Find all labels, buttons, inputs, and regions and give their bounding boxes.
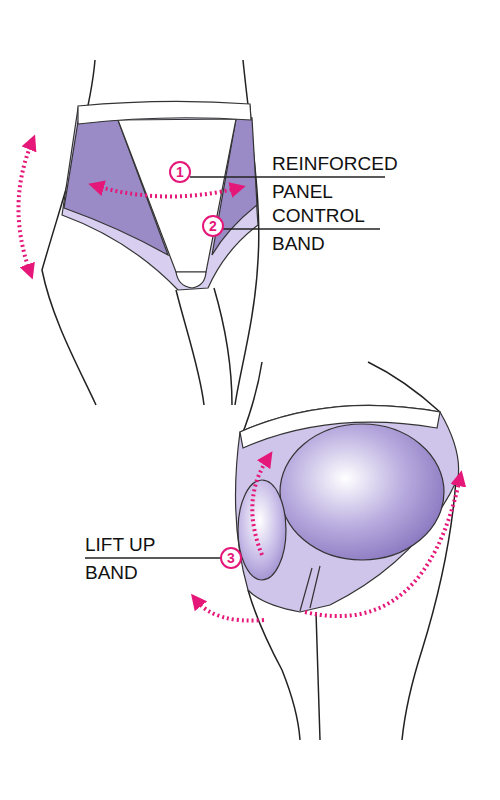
stretch-arrow (18, 142, 32, 272)
seam (300, 566, 320, 611)
stretch-arrows (18, 142, 238, 272)
briefs-back (236, 405, 459, 612)
stretch-arrow (96, 186, 238, 197)
leader-line (223, 228, 380, 230)
callout-circle: 2 (202, 215, 224, 237)
lift-arrow (196, 600, 264, 621)
callout-circle: 3 (220, 547, 242, 569)
callout-circle: 1 (169, 161, 191, 183)
thigh-line (214, 288, 232, 405)
leg-line (316, 612, 320, 740)
back-line (368, 362, 440, 412)
leader-line (85, 557, 221, 559)
waistband (240, 405, 440, 448)
lift-panel (280, 424, 444, 560)
lift-arrow (305, 478, 460, 616)
thigh-line (176, 290, 204, 405)
briefs-front (62, 101, 258, 290)
waistband (78, 101, 251, 124)
briefs-body (236, 405, 459, 612)
leader-line (190, 176, 385, 178)
callout-number: 2 (209, 219, 217, 233)
callout-number: 3 (227, 551, 235, 565)
briefs-body (62, 103, 258, 290)
lift-panel (238, 480, 286, 580)
part-label: LIFT UP BAND (85, 531, 195, 587)
callout-number: 1 (176, 165, 184, 179)
part-label: REINFORCED PANEL (272, 150, 412, 206)
gusset (176, 272, 206, 288)
lift-arrow (252, 458, 268, 555)
part-label: CONTROL BAND (272, 202, 412, 258)
leg-line (248, 590, 300, 740)
lift-arrows (196, 458, 460, 621)
body-outline (42, 60, 259, 405)
